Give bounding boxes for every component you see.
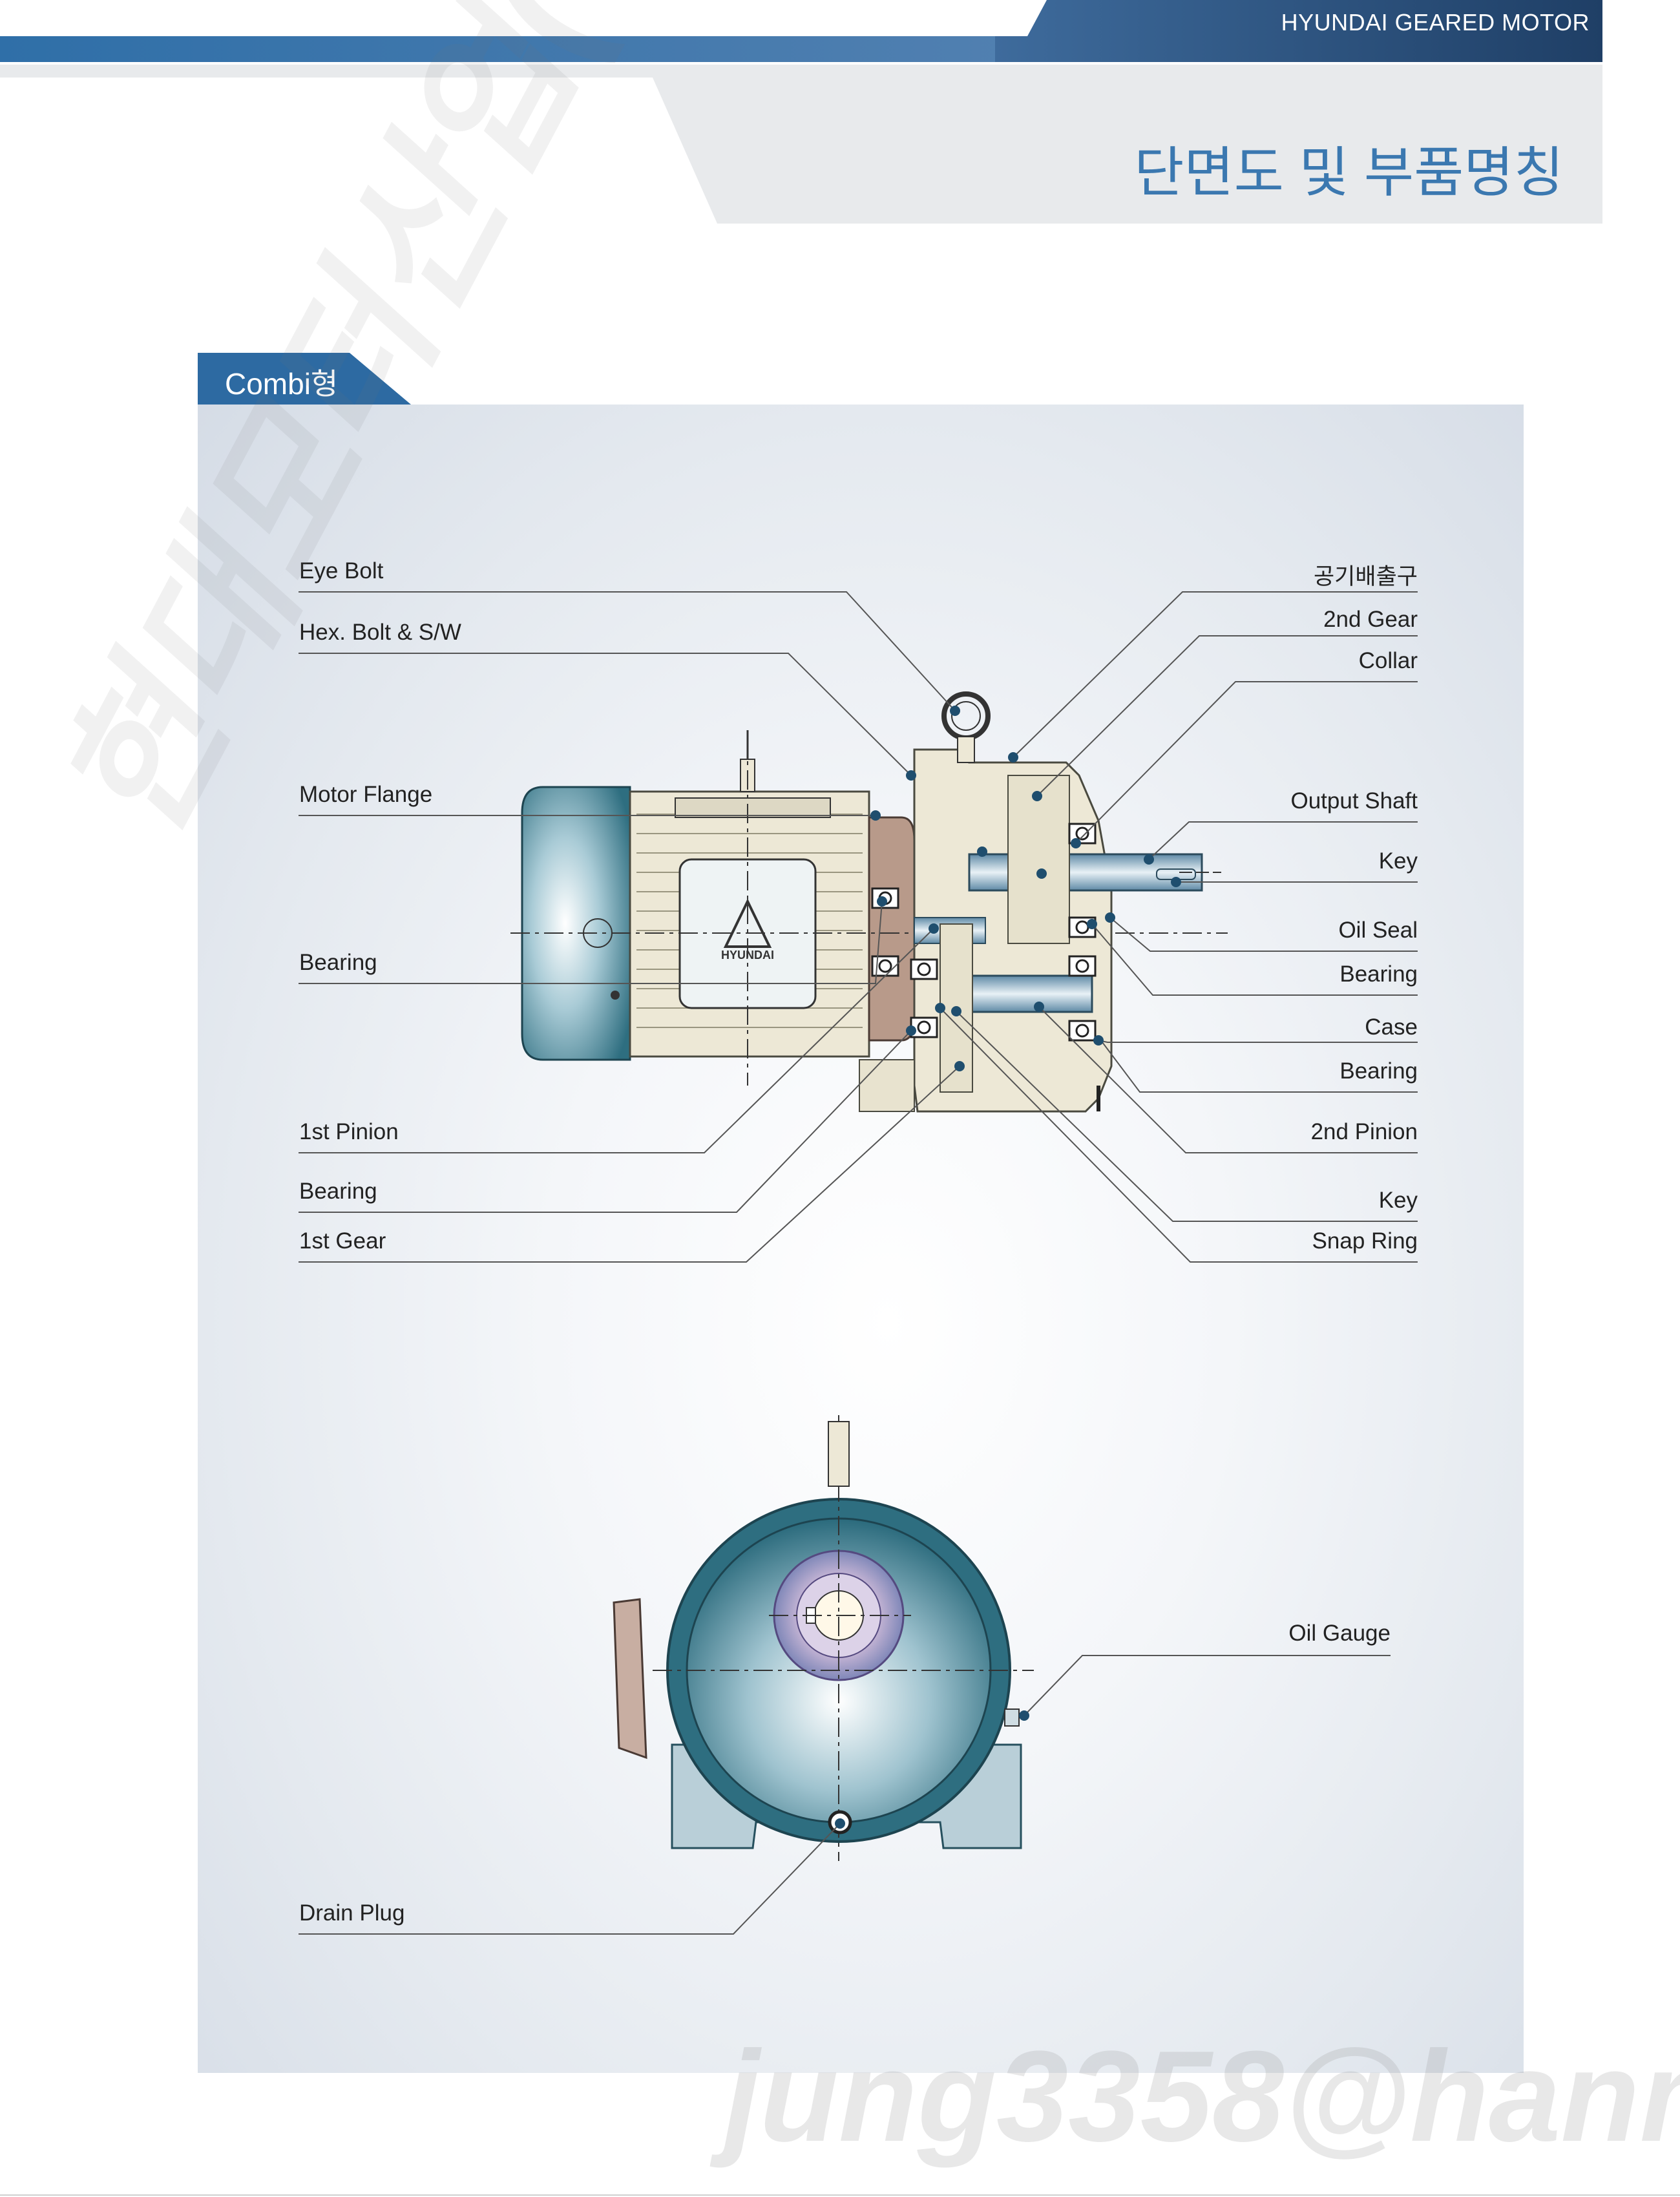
label-eye-bolt: Eye Bolt — [299, 558, 384, 583]
label-bearing-left-2: Bearing — [299, 1179, 377, 1204]
label-2nd-gear: 2nd Gear — [1323, 607, 1418, 632]
label-1st-pinion: 1st Pinion — [299, 1119, 399, 1144]
motor-end-view — [613, 1415, 1034, 1861]
footer-divider — [0, 2194, 1680, 2196]
label-bearing-left-1: Bearing — [299, 950, 377, 975]
label-collar: Collar — [1358, 648, 1418, 673]
leader-lines-end — [299, 1655, 1391, 1935]
motor-side-view: HYUNDAI — [510, 730, 1228, 1086]
label-snap-ring: Snap Ring — [1312, 1228, 1418, 1254]
label-motor-flange: Motor Flange — [299, 782, 433, 807]
label-hex-bolt: Hex. Bolt & S/W — [299, 620, 461, 645]
label-oil-seal: Oil Seal — [1338, 918, 1418, 943]
label-bearing-right-2: Bearing — [1339, 1058, 1418, 1084]
label-drain-plug: Drain Plug — [299, 1900, 405, 1926]
label-air-vent: 공기배출구 — [1313, 564, 1418, 589]
brand-tab — [995, 0, 1602, 62]
label-2nd-pinion: 2nd Pinion — [1310, 1119, 1418, 1144]
leader-lines — [299, 591, 1418, 1263]
label-key-2: Key — [1378, 1188, 1418, 1213]
label-case: Case — [1365, 1014, 1418, 1040]
section-label: Combi형 — [225, 367, 339, 401]
label-bearing-right-1: Bearing — [1339, 962, 1418, 987]
gear-housing — [859, 691, 1221, 1113]
callout-dots — [870, 706, 1181, 1071]
page-title: 단면도 및 부품명칭 — [1134, 142, 1564, 203]
label-key-1: Key — [1378, 848, 1418, 874]
label-oil-gauge: Oil Gauge — [1288, 1621, 1391, 1646]
label-output-shaft: Output Shaft — [1290, 788, 1418, 814]
brand-name: HYUNDAI GEARED MOTOR — [1281, 9, 1590, 36]
label-1st-gear: 1st Gear — [299, 1228, 386, 1254]
watermark-email: jung3358@hanmail.net — [724, 2024, 1680, 2169]
